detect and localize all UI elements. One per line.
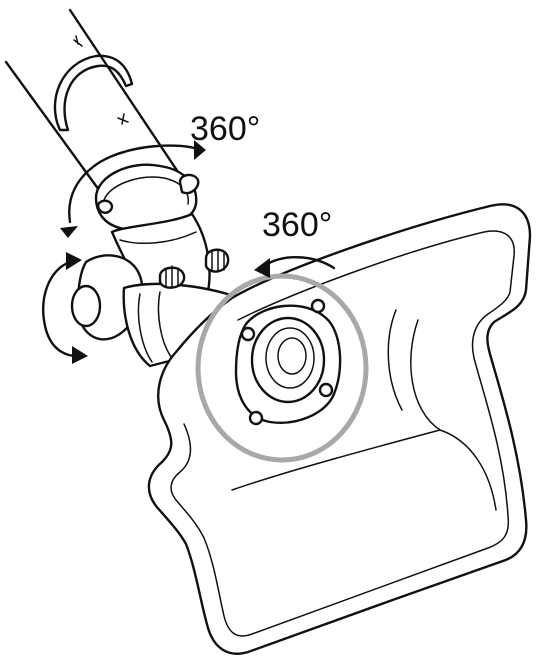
bolt-top-right (310, 298, 326, 314)
highlight-ring (195, 273, 369, 463)
flange-rotation-label: 360° (262, 206, 332, 244)
upper-rotation-label: 360° (190, 110, 260, 148)
upper-rotation-arrow (60, 140, 206, 238)
pipe-clamp (53, 54, 134, 132)
nozzle-hood (147, 203, 532, 655)
bolt-bottom-left (248, 410, 264, 426)
flange-rotation-arrow (254, 256, 336, 278)
bolt-bottom-right (318, 382, 334, 398)
pipe (4, 8, 184, 214)
side-rotation-arrow (42, 252, 88, 364)
mounting-flange (195, 273, 369, 463)
bolt-top-left (240, 326, 256, 342)
upper-swivel-collar (94, 163, 200, 232)
